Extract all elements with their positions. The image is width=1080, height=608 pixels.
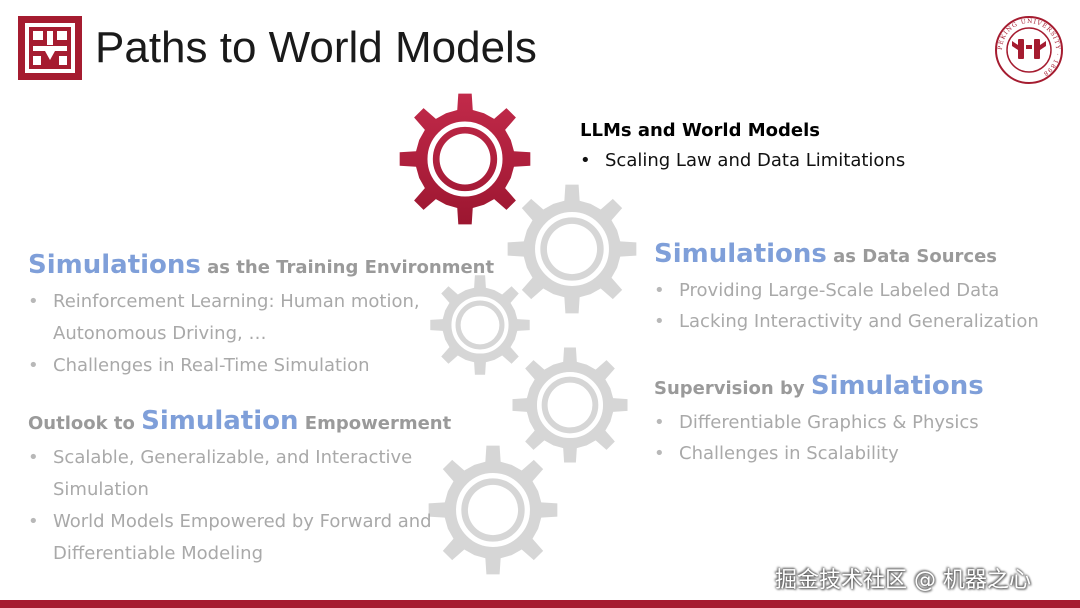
heading-keyword: Simulations <box>810 371 984 401</box>
gear-01-label: 01 <box>452 148 478 170</box>
bullet-item: World Models Empowered by Forward and Di… <box>28 506 438 570</box>
bottom-accent-bar <box>0 600 1080 608</box>
gear-04-label: 04 <box>558 395 582 415</box>
heading-keyword: Simulation <box>141 406 299 436</box>
heading-prefix: Supervision by <box>654 378 811 399</box>
pku-logo-icon <box>18 16 82 80</box>
gear-03-label: 03 <box>469 316 491 334</box>
section-heading: LLMs and World Models <box>580 120 820 141</box>
section-training-environment: Simulations as the Training Environment … <box>28 247 494 382</box>
bullet-item: Differentiable Graphics & Physics <box>654 407 984 438</box>
bullet-list: Scaling Law and Data Limitations <box>580 145 905 177</box>
heading-keyword: Simulations <box>654 239 827 269</box>
section-heading: Supervision by Simulations <box>654 368 984 407</box>
university-seal-icon: PEKING UNIVERSITY · 1898 <box>995 16 1063 84</box>
page-title: Paths to World Models <box>95 23 537 72</box>
gear-02-label: 02 <box>560 239 584 259</box>
section-outlook: Outlook to Simulation Empowerment Scalab… <box>28 403 451 570</box>
bullet-item: Scaling Law and Data Limitations <box>580 145 905 177</box>
section-heading: Simulations as the Training Environment <box>28 247 494 286</box>
section-llm-world-models: LLMs and World Models Scaling Law and Da… <box>580 117 905 177</box>
heading-keyword: Simulations <box>28 250 201 280</box>
gear-04-icon <box>512 347 628 463</box>
gear-02-icon <box>507 184 637 314</box>
gear-05-icon <box>428 445 558 575</box>
heading-prefix: Outlook to <box>28 413 142 434</box>
section-data-sources: Simulations as Data Sources Providing La… <box>654 236 1039 337</box>
section-heading: Simulations as Data Sources <box>654 236 1039 275</box>
bullet-list: Differentiable Graphics & Physics Challe… <box>654 407 984 469</box>
gear-03-icon <box>430 275 530 375</box>
bullet-item: Reinforcement Learning: Human motion, Au… <box>28 286 443 350</box>
bullet-list: Providing Large-Scale Labeled Data Lacki… <box>654 275 1039 337</box>
heading-rest: as the Training Environment <box>200 257 495 278</box>
section-supervision: Supervision by Simulations Differentiabl… <box>654 368 984 469</box>
heading-rest: Empowerment <box>298 413 452 434</box>
gear-05-label: 05 <box>481 500 505 520</box>
section-heading: Outlook to Simulation Empowerment <box>28 403 451 442</box>
heading-rest: as Data Sources <box>826 246 998 267</box>
bullet-item: Scalable, Generalizable, and Interactive… <box>28 442 438 506</box>
watermark-text: 掘金技术社区 @ 机器之心 <box>775 568 1031 593</box>
bullet-item: Providing Large-Scale Labeled Data <box>654 275 1039 306</box>
bullet-item: Lacking Interactivity and Generalization <box>654 306 1039 337</box>
bullet-item: Challenges in Scalability <box>654 438 984 469</box>
bullet-list: Reinforcement Learning: Human motion, Au… <box>28 286 443 382</box>
gear-01-icon <box>399 93 531 225</box>
bullet-item: Challenges in Real-Time Simulation <box>28 350 443 382</box>
bullet-list: Scalable, Generalizable, and Interactive… <box>28 442 438 570</box>
